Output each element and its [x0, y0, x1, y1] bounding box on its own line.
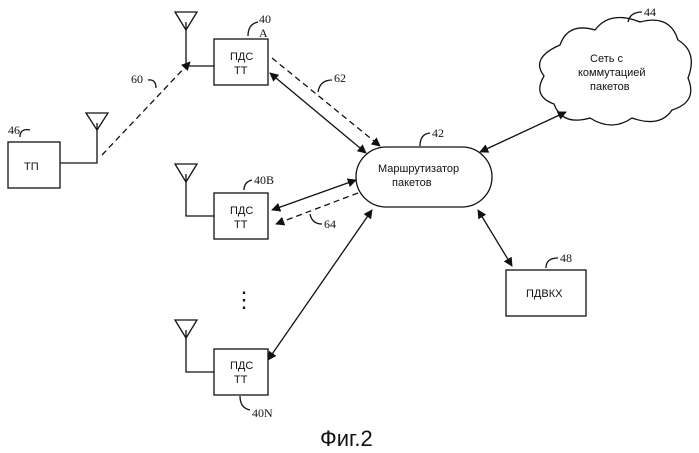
station-a-label-1: ПДС [230, 51, 253, 63]
station-n-node: ПДС ТТ 40N [175, 320, 273, 420]
network-label-3: пакетов [590, 81, 630, 93]
wireless-link-leader [148, 80, 156, 88]
pdvkh-node: ПДВКХ 48 [506, 251, 586, 316]
wireless-link-60 [102, 62, 190, 155]
station-a-ref-suffix: А [259, 26, 268, 40]
station-n-label-1: ПДС [230, 360, 253, 372]
figure-caption: Фиг.2 [320, 426, 373, 451]
pdvkh-ref: 48 [560, 251, 572, 265]
network-node: Сеть с коммутацией пакетов 44 [540, 5, 692, 125]
link-64-dashed [276, 193, 358, 224]
station-b-antenna-mast [186, 174, 214, 216]
router-node: Маршрутизатор пакетов 42 [356, 126, 492, 207]
station-a-label-2: ТТ [234, 65, 248, 77]
link-router-network [480, 112, 566, 152]
link-64-ref: 64 [324, 217, 336, 231]
network-label-2: коммутацией [578, 67, 646, 79]
network-ref: 44 [644, 5, 656, 19]
link-station-n-router [268, 210, 372, 360]
pdvkh-ref-leader [546, 258, 558, 268]
terminal-label: ТП [24, 161, 39, 173]
router-label-2: пакетов [392, 177, 432, 189]
router-ref: 42 [432, 126, 444, 140]
station-n-antenna-mast [186, 330, 214, 372]
station-b-ref-leader [244, 180, 252, 190]
terminal-ref: 46 [8, 123, 20, 137]
router-label-1: Маршрутизатор [378, 163, 459, 175]
link-station-a-router [270, 73, 366, 153]
link-62-leader [318, 80, 332, 92]
station-a-antenna-mast [186, 22, 214, 66]
link-64-leader [310, 214, 322, 224]
station-b-label-2: ТТ [234, 219, 248, 231]
pdvkh-label: ПДВКХ [526, 288, 563, 300]
station-n-label-2: ТТ [234, 374, 248, 386]
link-router-pdvkh [478, 210, 512, 266]
wireless-link-ref: 60 [131, 72, 143, 86]
station-a-node: ПДС ТТ 40 А [175, 12, 271, 85]
terminal-ref-leader [20, 130, 30, 137]
stations-ellipsis: ⋮ [233, 287, 255, 312]
station-b-ref: 40В [254, 173, 274, 187]
station-n-box [214, 349, 268, 395]
station-a-ref-leader [248, 22, 258, 36]
terminal-antenna-mast [60, 123, 97, 163]
link-62-ref: 62 [334, 71, 346, 85]
station-b-label-1: ПДС [230, 205, 253, 217]
terminal-node: ТП 46 [8, 113, 108, 188]
station-n-ref: 40N [252, 406, 273, 420]
station-n-ref-leader [240, 396, 250, 410]
link-62-dashed [272, 58, 380, 146]
network-label-1: Сеть с [590, 53, 624, 65]
link-station-b-router [272, 180, 356, 210]
station-b-node: ПДС ТТ 40В [175, 164, 274, 239]
station-a-ref: 40 [259, 12, 271, 26]
router-ref-leader [420, 133, 430, 146]
